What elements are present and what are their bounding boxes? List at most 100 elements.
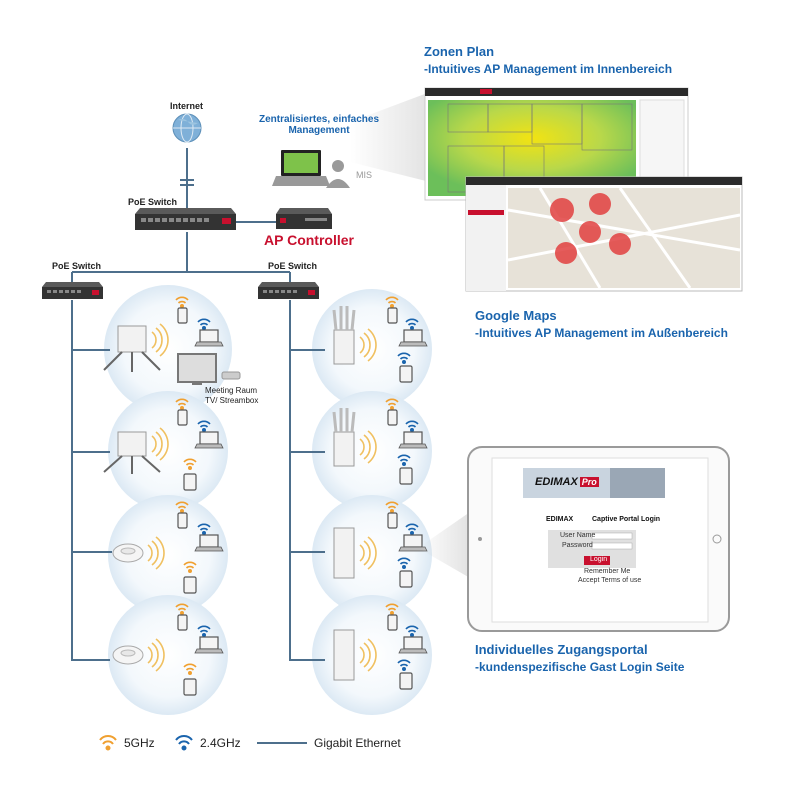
portal-captive-title: Captive Portal Login bbox=[592, 516, 661, 523]
coverage-bubble-right-2 bbox=[312, 391, 432, 511]
poe-switch-left-icon bbox=[42, 282, 103, 299]
tablet-icon bbox=[399, 467, 413, 485]
portal-accept-terms[interactable]: Accept Terms of use bbox=[578, 577, 642, 584]
portal-subtitle: -kundenspezifische Gast Login Seite bbox=[475, 660, 685, 674]
outdoor-panel-access-point-icon bbox=[333, 629, 355, 681]
portal-remember-me[interactable]: Remember Me bbox=[584, 568, 631, 575]
streambox-icon bbox=[221, 371, 241, 380]
wifi-icon bbox=[385, 603, 399, 615]
legend-24ghz-icon bbox=[175, 735, 193, 751]
portal-brand-pro: Pro bbox=[579, 477, 599, 487]
wifi-icon bbox=[385, 398, 399, 410]
wifi-icon bbox=[397, 557, 411, 569]
access-point-panel-icon bbox=[103, 431, 161, 474]
google-maps-subtitle: -Intuitives AP Management im Außenbereic… bbox=[475, 326, 728, 340]
phone-icon bbox=[177, 614, 188, 631]
wifi-icon bbox=[175, 296, 189, 308]
laptop-icon bbox=[398, 636, 428, 654]
tablet-icon bbox=[183, 678, 197, 696]
wifi-icon bbox=[405, 625, 419, 637]
portal-brand-text: EDIMAX bbox=[535, 476, 578, 488]
outdoor-access-point-icon bbox=[332, 408, 356, 467]
phone-icon bbox=[387, 307, 398, 324]
wifi-icon bbox=[405, 420, 419, 432]
phone-icon bbox=[387, 409, 398, 426]
wifi-signal-arcs bbox=[147, 323, 377, 672]
wifi-icon bbox=[197, 523, 211, 535]
wifi-icon bbox=[183, 561, 197, 573]
tablet-icon bbox=[183, 576, 197, 594]
phone-icon bbox=[177, 409, 188, 426]
coverage-bubble-left-4 bbox=[108, 595, 228, 715]
ap-controller-icon bbox=[276, 208, 332, 229]
coverage-bubble-left-3 bbox=[108, 495, 228, 615]
poe-switch-main-label: PoE Switch bbox=[128, 197, 178, 207]
poe-switch-right-label: PoE Switch bbox=[268, 261, 318, 271]
laptop-icon bbox=[398, 329, 428, 347]
zone-plan-subtitle: -Intuitives AP Management im Innenbereic… bbox=[424, 62, 673, 76]
portal-login-button[interactable]: Login bbox=[590, 556, 608, 563]
portal-title: Individuelles Zugangsportal bbox=[475, 642, 648, 657]
wifi-icon bbox=[197, 625, 211, 637]
portal-small-brand: EDIMAX bbox=[546, 516, 574, 523]
internet-label: Internet bbox=[170, 101, 204, 111]
wifi-icon bbox=[405, 318, 419, 330]
mis-label: MIS bbox=[356, 170, 373, 180]
coverage-bubbles bbox=[104, 285, 432, 715]
management-laptop-icon bbox=[272, 150, 330, 186]
poe-switch-right-icon bbox=[258, 282, 319, 299]
wifi-icon bbox=[385, 296, 399, 308]
central-management-line-1: Zentralisiertes, einfaches bbox=[258, 114, 380, 125]
ceiling-access-point-icon bbox=[112, 645, 144, 665]
wifi-icon bbox=[385, 501, 399, 513]
wifi-icon bbox=[397, 659, 411, 671]
laptop-icon bbox=[194, 636, 224, 654]
wifi-icon bbox=[197, 318, 211, 330]
wifi-icon bbox=[405, 523, 419, 535]
wifi-icon bbox=[175, 398, 189, 410]
access-point-panel-icon bbox=[103, 325, 161, 372]
central-management-line-2: Management bbox=[288, 125, 350, 136]
phone-icon bbox=[387, 512, 398, 529]
mis-person-icon bbox=[326, 160, 350, 188]
client-devices bbox=[175, 296, 428, 696]
coverage-bubble-right-4 bbox=[312, 595, 432, 715]
ap-controller-label: AP Controller bbox=[264, 232, 354, 248]
portal-password-label: Password bbox=[562, 542, 593, 549]
wifi-icon bbox=[175, 603, 189, 615]
tablet-captive-portal bbox=[418, 446, 730, 632]
ceiling-access-point-icon bbox=[112, 543, 144, 563]
phone-icon bbox=[177, 307, 188, 324]
tablet-icon bbox=[399, 570, 413, 588]
wifi-icon bbox=[197, 420, 211, 432]
wifi-icon bbox=[183, 458, 197, 470]
poe-switch-main-icon bbox=[135, 208, 236, 230]
portal-username-label: User Name bbox=[560, 532, 596, 539]
tablet-icon bbox=[399, 365, 413, 383]
coverage-bubble-left-2 bbox=[108, 391, 228, 511]
meeting-room-line-1: Meeting Raum bbox=[205, 386, 258, 395]
laptop-icon bbox=[194, 534, 224, 552]
laptop-icon bbox=[398, 431, 428, 449]
google-maps-screenshot bbox=[465, 176, 743, 292]
laptop-icon bbox=[194, 431, 224, 449]
internet-globe-icon bbox=[172, 113, 202, 143]
wifi-icon bbox=[183, 663, 197, 675]
wifi-icon bbox=[175, 501, 189, 513]
wifi-icon bbox=[397, 352, 411, 364]
legend-5ghz-label: 5GHz bbox=[124, 736, 155, 750]
laptop-icon bbox=[194, 329, 224, 347]
legend-24ghz-label: 2.4GHz bbox=[200, 736, 241, 750]
legend-5ghz-icon bbox=[99, 735, 117, 751]
tablet-icon bbox=[183, 473, 197, 491]
phone-icon bbox=[177, 512, 188, 529]
legend-ethernet-label: Gigabit Ethernet bbox=[314, 736, 401, 750]
poe-switch-left-label: PoE Switch bbox=[52, 261, 102, 271]
outdoor-access-point-icon bbox=[332, 306, 356, 365]
google-maps-title: Google Maps bbox=[475, 308, 557, 323]
meeting-room-tv-icon bbox=[177, 353, 217, 385]
central-management-label: Zentralisiertes, einfaches Management bbox=[254, 114, 384, 136]
meeting-room-label: Meeting Raum TV/ Streambox bbox=[205, 386, 258, 406]
